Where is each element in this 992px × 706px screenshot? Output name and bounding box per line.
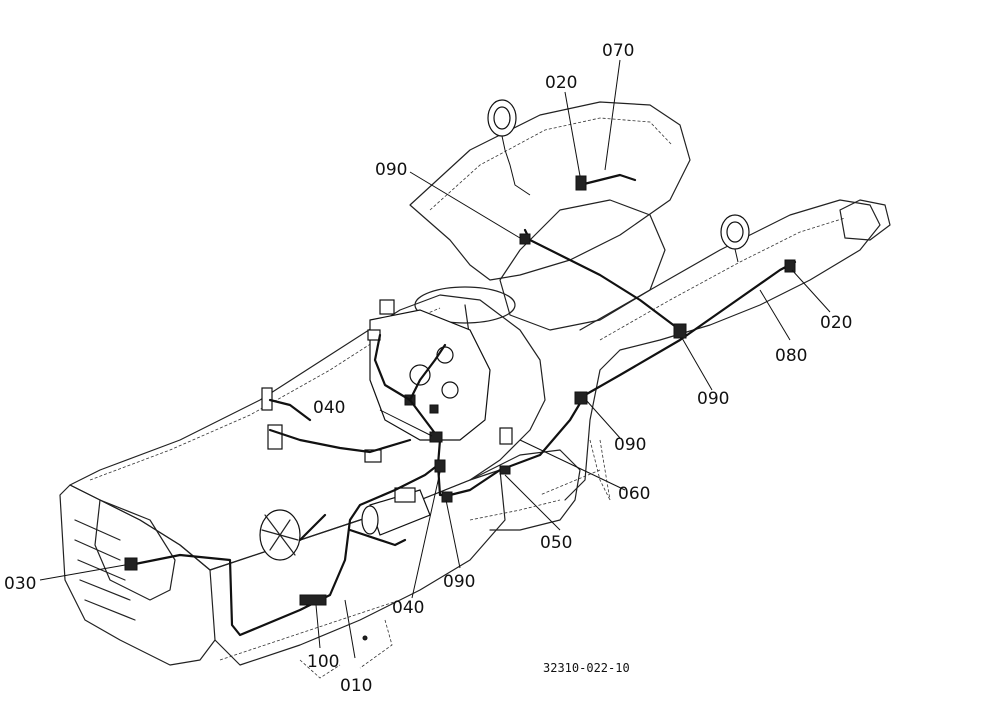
part-label-090-bottom: 090 — [443, 572, 475, 592]
alternator — [259, 509, 301, 561]
part-label-020-right: 020 — [820, 313, 852, 333]
left-work-lamp — [487, 99, 531, 196]
grille-outline — [59, 484, 216, 666]
sensor-switches — [261, 387, 513, 463]
connector-020-a — [575, 175, 587, 191]
rear-fender-right — [564, 199, 881, 501]
seat-outline — [499, 199, 666, 331]
connector-040-a — [429, 431, 443, 443]
part-label-070: 070 — [602, 41, 634, 61]
tractor-outline — [59, 101, 891, 666]
part-label-040-top: 040 — [313, 398, 345, 418]
leader-lines — [39, 59, 831, 679]
starter-motor — [361, 487, 431, 536]
front-light-housing — [94, 499, 176, 601]
alternator-harness — [298, 513, 407, 547]
connector-030 — [124, 557, 138, 571]
connectors — [124, 175, 796, 641]
part-label-050: 050 — [540, 533, 572, 553]
connector-050 — [499, 465, 511, 475]
lower-frame-line — [219, 439, 611, 661]
clamp-090-d — [441, 491, 453, 503]
part-label-090-top: 090 — [375, 160, 407, 180]
part-label-020-top: 020 — [545, 73, 577, 93]
part-label-060: 060 — [618, 484, 650, 504]
side-panel — [209, 469, 506, 666]
fender-right-inner — [599, 217, 846, 341]
main-harness — [128, 398, 442, 637]
connector-020-b — [784, 259, 796, 273]
part-label-090-mid: 090 — [614, 435, 646, 455]
rear-tire — [839, 199, 891, 241]
clamp-090-a — [519, 233, 531, 245]
part-label-080: 080 — [775, 346, 807, 366]
drawing-number: 32310-022-10 — [543, 661, 630, 675]
clamp-090-c — [574, 391, 588, 405]
part-labels: 070 020 090 020 080 090 040 090 060 050 … — [4, 41, 852, 696]
clamp-090-b — [673, 323, 687, 339]
steering-wheel — [414, 286, 516, 324]
harness-010-point — [362, 635, 368, 641]
part-label-010: 010 — [340, 676, 372, 696]
rear-fender-left — [409, 101, 691, 281]
connector-040-b — [434, 459, 446, 473]
part-label-090-right: 090 — [697, 389, 729, 409]
part-label-100: 100 — [307, 652, 339, 672]
rear-harness — [436, 260, 797, 497]
connector-100 — [299, 594, 327, 606]
right-work-lamp — [720, 214, 750, 263]
part-label-030: 030 — [4, 574, 36, 594]
dash-harness — [373, 333, 447, 402]
instrument-panel — [367, 299, 491, 441]
lamp-harness — [578, 173, 637, 187]
fender-harness — [523, 228, 682, 332]
fender-left-inner — [429, 117, 673, 211]
part-label-040-bottom: 040 — [392, 598, 424, 618]
frame-rail — [469, 449, 581, 531]
sensor-harness — [268, 398, 412, 454]
